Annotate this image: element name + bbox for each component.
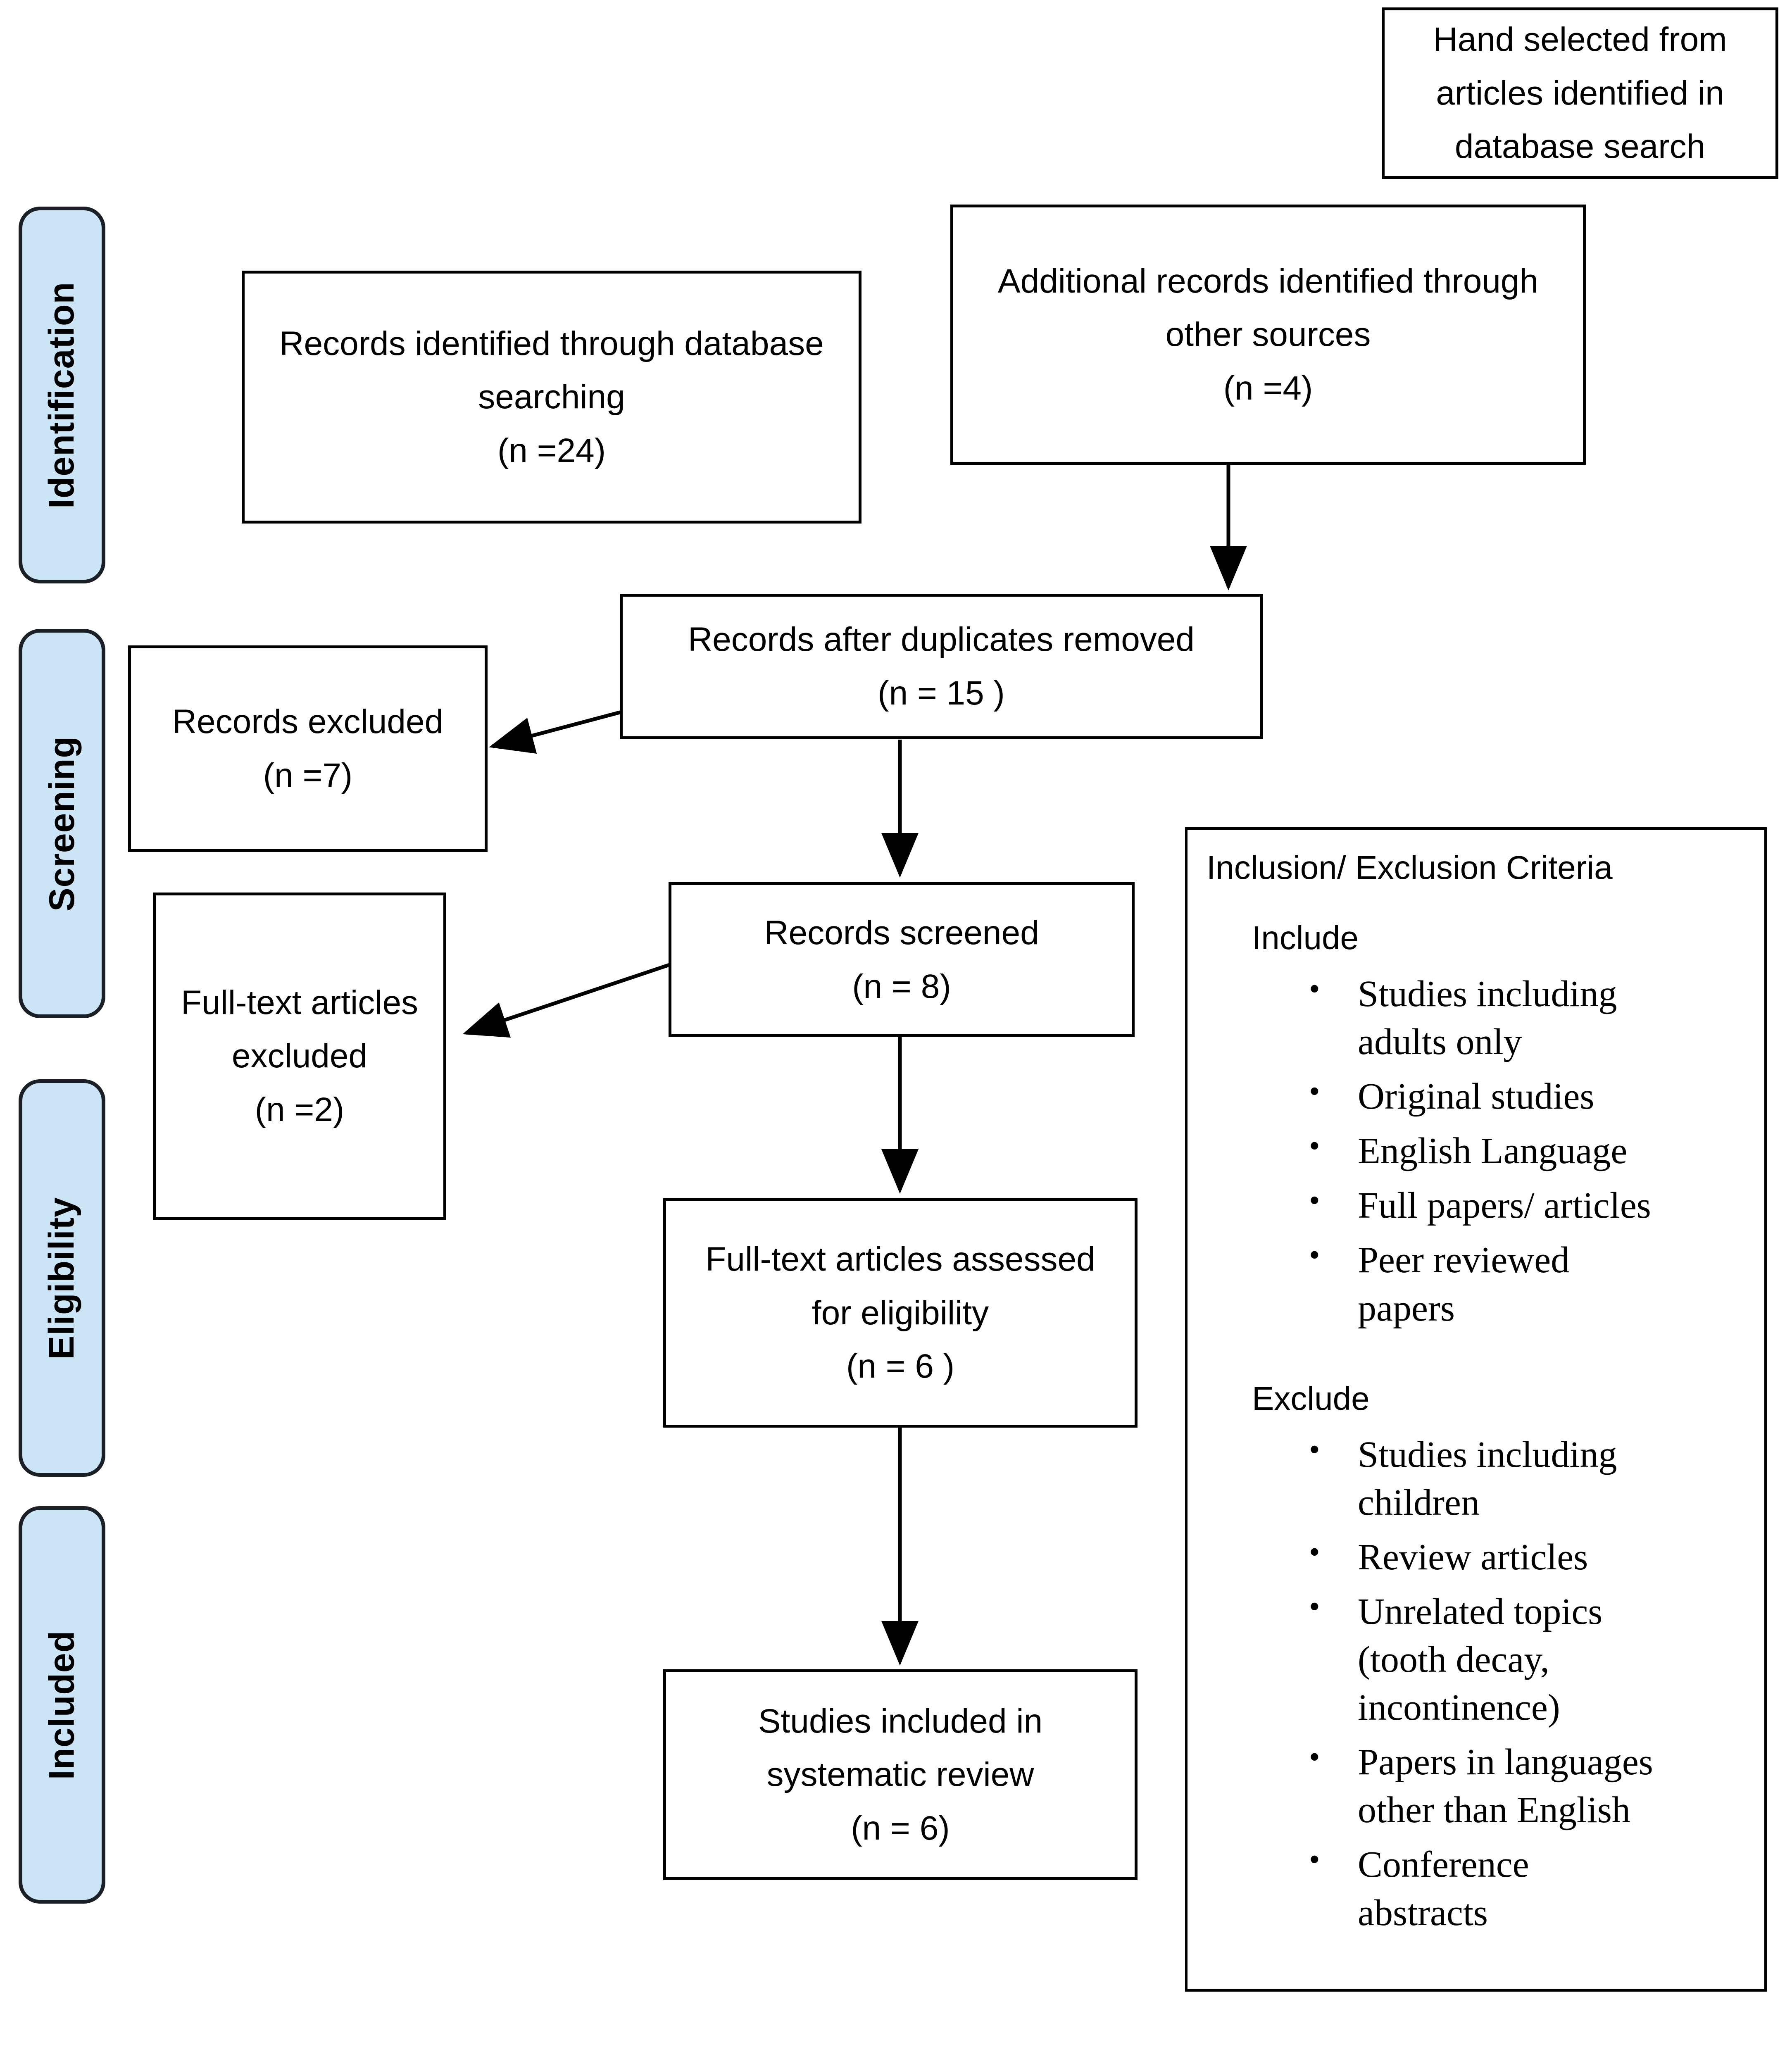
box-line: searching: [478, 378, 625, 416]
box-fulltext-articles-excluded: Full-text articles excluded (n =2): [153, 893, 446, 1220]
box-line: (n =2): [255, 1090, 345, 1128]
list-item: English Language: [1309, 1126, 1663, 1175]
list-item: Papers in languages other than English: [1309, 1737, 1663, 1834]
list-item: Peer reviewed papers: [1309, 1235, 1663, 1332]
box-line: database search: [1454, 128, 1706, 166]
box-line: (n = 6 ): [846, 1347, 955, 1385]
box-line: Records excluded: [172, 703, 444, 741]
stage-tab-label: Identification: [42, 281, 82, 509]
box-line: Studies included in: [758, 1702, 1043, 1740]
box-line: Hand selected from: [1433, 21, 1727, 59]
stage-tab-label: Screening: [42, 735, 82, 912]
stage-tab-screening[interactable]: Screening: [19, 629, 105, 1018]
list-item: Unrelated topics (tooth decay, incontine…: [1309, 1586, 1663, 1732]
box-fulltext-articles-assessed: Full-text articles assessed for eligibil…: [663, 1198, 1138, 1428]
list-item: Original studies: [1309, 1071, 1663, 1121]
box-line: Full-text articles: [181, 983, 419, 1021]
box-line: (n = 8): [852, 967, 951, 1005]
box-hand-selected: Hand selected from articles identified i…: [1382, 7, 1778, 179]
list-item: Review articles: [1309, 1532, 1663, 1581]
stage-tab-label: Eligibility: [42, 1197, 82, 1359]
box-line: systematic review: [766, 1756, 1034, 1794]
box-line: Records screened: [764, 914, 1039, 952]
box-records-after-duplicates-removed: Records after duplicates removed (n = 15…: [620, 594, 1263, 739]
box-records-screened: Records screened (n = 8): [669, 882, 1135, 1037]
box-line: (n = 15 ): [878, 674, 1005, 712]
stage-tab-eligibility[interactable]: Eligibility: [19, 1079, 105, 1477]
box-line: Records after duplicates removed: [688, 621, 1195, 659]
box-line: Additional records identified through: [997, 262, 1539, 300]
box-line: Full-text articles assessed: [705, 1240, 1095, 1278]
box-line: Records identified through database: [279, 324, 824, 362]
box-line: (n =7): [263, 757, 353, 794]
criteria-spacer: [1204, 1339, 1749, 1379]
panel-inclusion-exclusion-criteria: Inclusion/ Exclusion Criteria Include St…: [1185, 827, 1767, 1992]
box-studies-included: Studies included in systematic review (n…: [663, 1669, 1138, 1880]
box-records-identified-database-searching: Records identified through database sear…: [242, 271, 861, 524]
box-line: excluded: [231, 1037, 368, 1075]
stage-tab-label: Included: [42, 1630, 82, 1780]
box-additional-records-other-sources: Additional records identified through ot…: [950, 205, 1586, 465]
box-line: (n =4): [1223, 369, 1313, 407]
list-item: Conference abstracts: [1309, 1839, 1663, 1937]
list-item: Full papers/ articles: [1309, 1180, 1663, 1230]
box-line: for eligibility: [812, 1294, 989, 1332]
box-line: articles identified in: [1436, 74, 1724, 112]
stage-tab-identification[interactable]: Identification: [19, 207, 105, 583]
criteria-exclude-heading: Exclude: [1252, 1380, 1370, 1417]
criteria-exclude-list: Studies including children Review articl…: [1309, 1429, 1749, 1937]
list-item: Studies including adults only: [1309, 969, 1663, 1066]
stage-tab-included[interactable]: Included: [19, 1506, 105, 1904]
criteria-title: Inclusion/ Exclusion Criteria: [1207, 849, 1613, 886]
list-item: Studies including children: [1309, 1429, 1663, 1527]
box-records-excluded: Records excluded (n =7): [128, 645, 488, 852]
criteria-include-heading: Include: [1252, 919, 1359, 956]
box-line: other sources: [1165, 316, 1371, 354]
box-line: (n = 6): [851, 1809, 950, 1847]
box-line: (n =24): [497, 431, 606, 469]
criteria-include-list: Studies including adults only Original s…: [1309, 969, 1749, 1333]
